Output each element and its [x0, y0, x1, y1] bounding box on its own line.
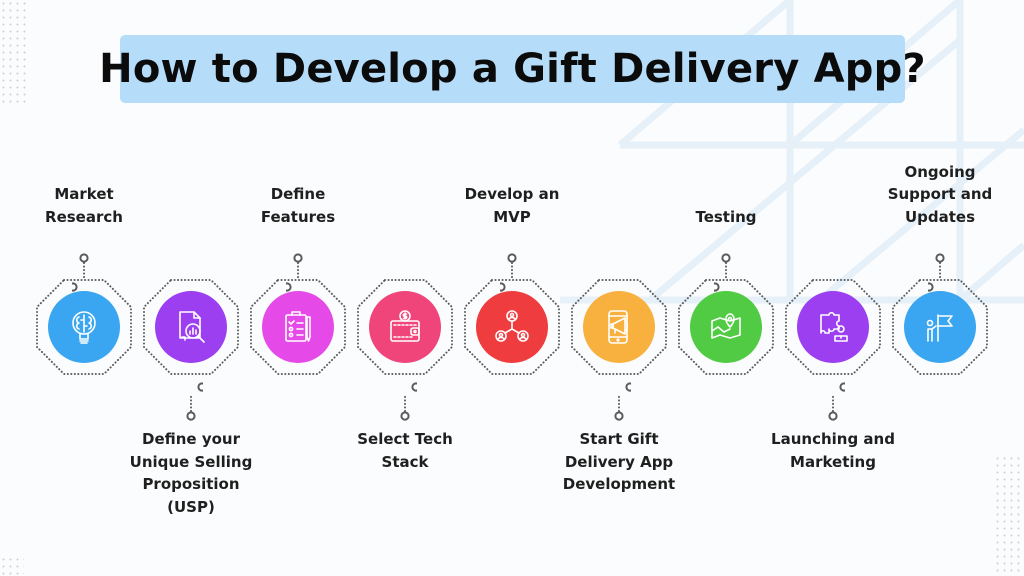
dotted-octagon-frame	[357, 279, 453, 375]
step-label-line: Launching and	[771, 430, 895, 448]
step-label-line: Stack	[381, 452, 429, 471]
document-magnifier-icon	[179, 311, 205, 343]
step-label-line: Development	[562, 475, 676, 493]
dotted-octagon-frame	[250, 279, 346, 375]
dotted-octagon-frame	[785, 279, 881, 375]
step-label-line: Proposition	[142, 475, 240, 493]
step-label-line: Define your	[142, 430, 240, 448]
connector-line	[72, 253, 89, 292]
page-title: How to Develop a Gift Delivery App?	[99, 46, 926, 92]
dotted-octagon-frame	[36, 279, 132, 375]
connector-line	[186, 382, 203, 421]
dotted-octagon-frame	[892, 279, 988, 375]
step-label: Develop an MVP	[437, 183, 587, 228]
step-label-line: Unique Selling	[129, 452, 253, 471]
step-label-line: Ongoing	[904, 162, 976, 181]
step-icon-circle	[690, 291, 762, 363]
step-label-line: (USP)	[167, 497, 215, 516]
step-icon-circle	[583, 291, 655, 363]
dotted-octagon-frame	[571, 279, 667, 375]
map-pin-icon	[711, 313, 741, 339]
step-icon-circle	[48, 291, 120, 363]
step-label-line: Develop an	[464, 185, 560, 203]
step-label: Testing	[651, 206, 801, 229]
step-icon-circle	[904, 291, 976, 363]
dot-pattern-top-left	[0, 0, 30, 106]
connector-line	[928, 253, 945, 292]
step-icon-circle	[369, 291, 441, 363]
step-label-line: Delivery App	[564, 452, 674, 471]
brain-lightbulb-icon	[72, 311, 96, 344]
step-label-line: Marketing	[790, 452, 876, 471]
connector-line	[500, 253, 517, 292]
phone-megaphone-icon	[608, 310, 629, 344]
dotted-octagon-frame	[464, 279, 560, 375]
connector-line	[714, 253, 731, 292]
step-icon-circle	[476, 291, 548, 363]
step-label-line: Support and	[887, 185, 993, 203]
user-network-icon	[495, 310, 529, 342]
dot-pattern-bottom-right	[994, 455, 1024, 576]
step-label-line: Select Tech	[357, 430, 453, 448]
puzzle-person-icon	[820, 311, 848, 342]
step-label-line: MVP	[493, 207, 531, 226]
step-label-line: Start Gift	[579, 430, 659, 448]
connector-line	[828, 382, 845, 421]
dotted-octagon-frame	[678, 279, 774, 375]
clipboard-checklist-icon	[285, 311, 311, 342]
person-flag-icon	[926, 314, 953, 342]
step-label-line: Updates	[904, 207, 976, 226]
step-icon-circle	[262, 291, 334, 363]
connector-line	[286, 253, 303, 292]
step-label-line: Market	[54, 185, 114, 203]
step-icon-circle	[155, 291, 227, 363]
step-label-line: Research	[45, 207, 123, 226]
title-banner: How to Develop a Gift Delivery App?	[99, 35, 926, 103]
dotted-octagon-frame	[143, 279, 239, 375]
wallet-coin-icon	[390, 310, 420, 342]
step-icon-circle	[797, 291, 869, 363]
step-label-line: Testing	[695, 207, 757, 226]
connector-line	[400, 382, 417, 421]
connector-line	[614, 382, 631, 421]
step-label-line: Features	[260, 207, 336, 226]
dot-pattern-bottom-left	[0, 556, 24, 576]
step-label-line: Define	[270, 185, 326, 203]
